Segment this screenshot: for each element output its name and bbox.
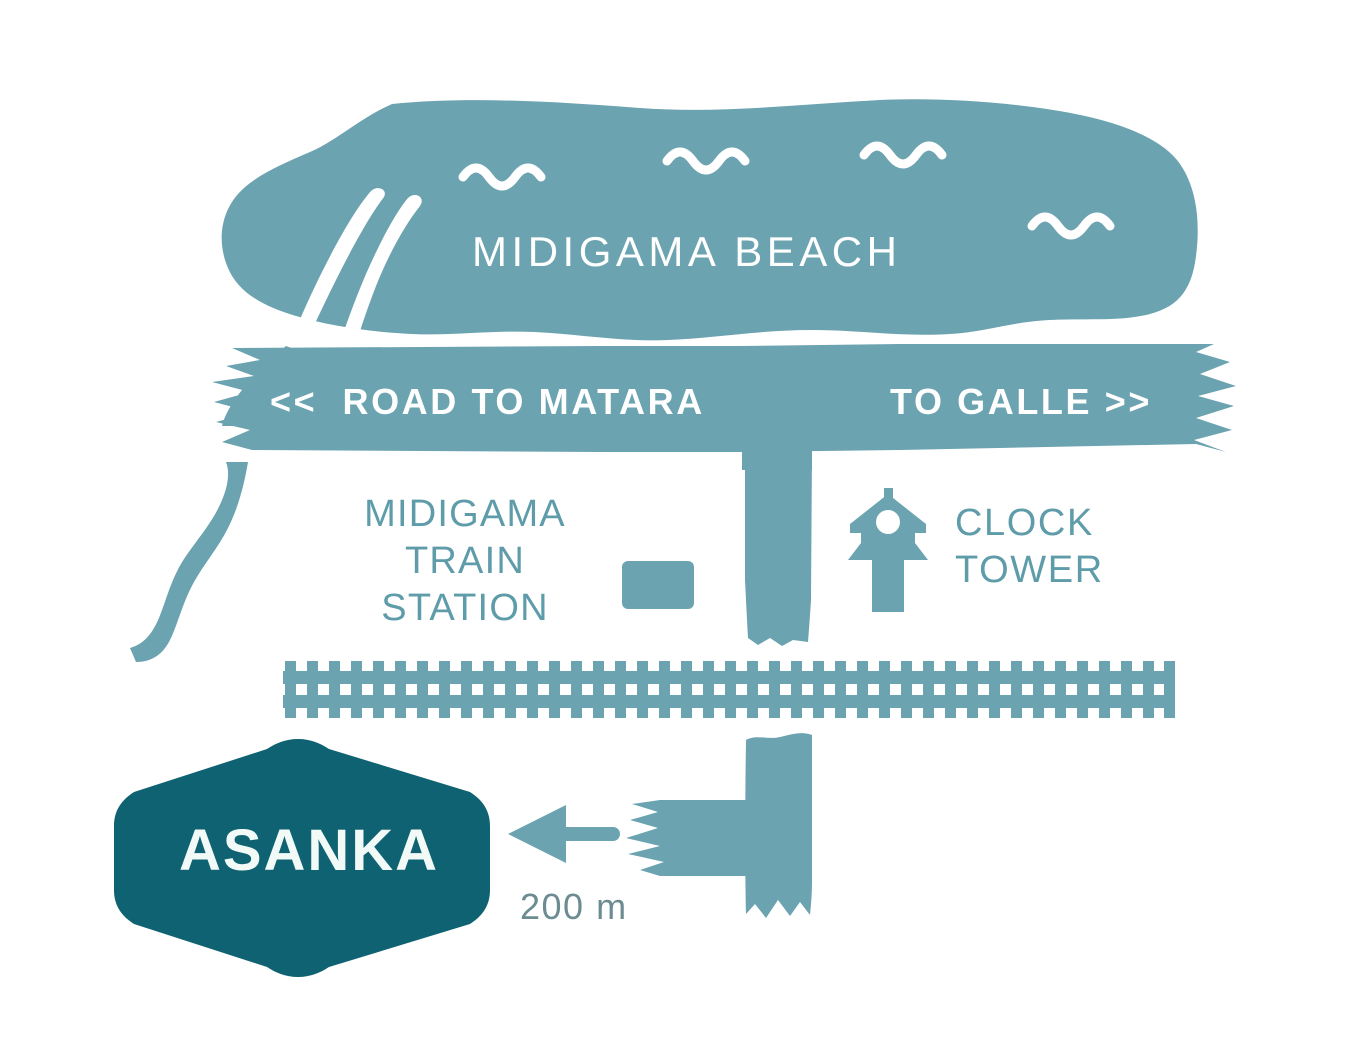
river-lower-shape: [130, 462, 248, 662]
beach-shape: [221, 99, 1198, 341]
clock-tower-column: [872, 560, 904, 612]
arrow-head: [508, 805, 566, 863]
wave-icons: [458, 141, 1115, 240]
river-mouth-cut-left: [288, 188, 385, 352]
railway-track: [283, 661, 1175, 718]
main-road-banner: [212, 344, 1236, 470]
road-banner-shape: [212, 344, 1236, 452]
wave-icon-1: [458, 163, 546, 191]
railway-sleepers: [285, 661, 1175, 718]
vertical-road-upper: [745, 448, 812, 646]
direction-arrow-icon: [508, 805, 620, 863]
clock-tower-head: [861, 528, 915, 546]
beach-area: [221, 99, 1198, 352]
wave-icon-3: [859, 141, 947, 169]
clock-face-icon: [876, 510, 900, 534]
clock-tower-ledge: [848, 543, 928, 560]
arrow-shaft: [556, 827, 620, 841]
station-building: [622, 561, 694, 609]
wave-icon-2: [662, 147, 750, 175]
side-lane: [626, 800, 748, 876]
river-mouth-cut-right: [338, 194, 422, 352]
asanka-badge-shape[interactable]: [114, 739, 490, 977]
clock-tower-icon: [848, 488, 928, 612]
vertical-road-lower: [745, 733, 812, 918]
wave-icon-4: [1027, 212, 1115, 240]
